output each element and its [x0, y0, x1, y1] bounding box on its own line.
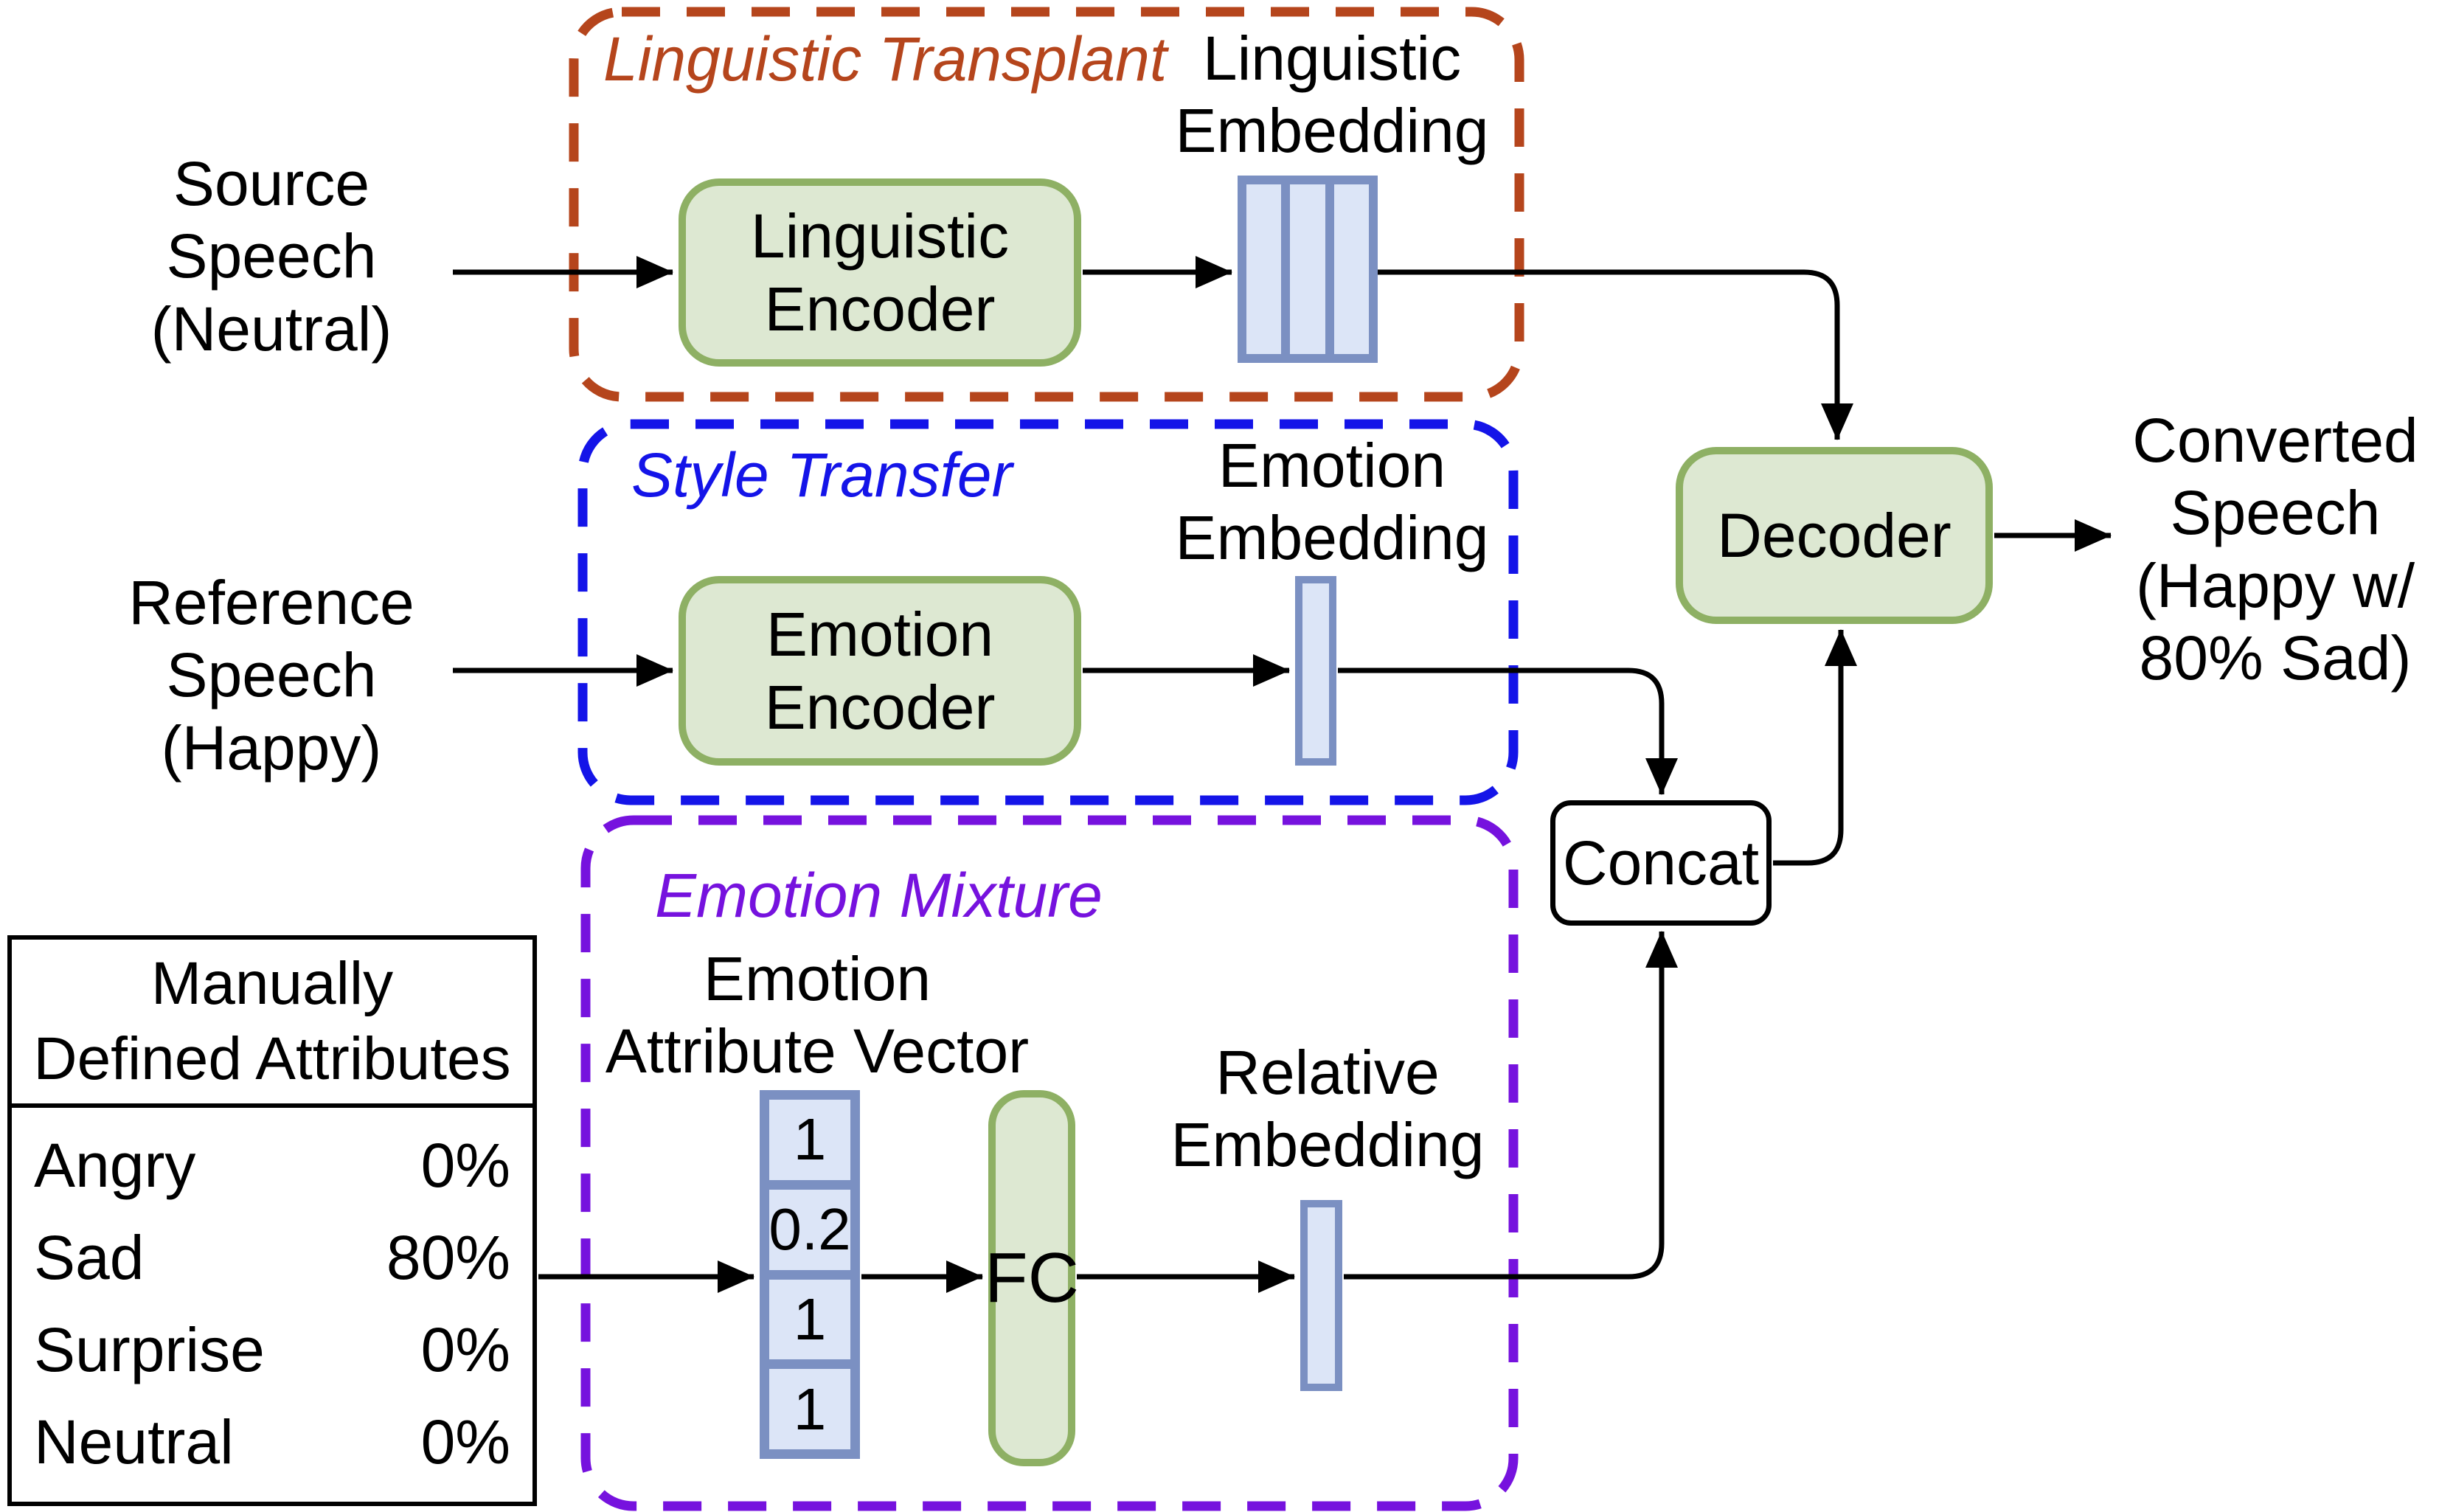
vector-cell: 1 — [769, 1279, 850, 1360]
vector-cell: 0.2 — [769, 1189, 851, 1270]
attribute-label: Angry — [34, 1131, 196, 1200]
arrow-emotion-embedding-to-concat — [1338, 667, 1678, 795]
linguistic-embedding-bars — [1238, 176, 1378, 363]
attribute-value: 0% — [420, 1315, 510, 1384]
embedding-bar — [1308, 1207, 1335, 1384]
emotion-mixture-group-border — [580, 815, 1519, 1511]
attribute-label: Neutral — [34, 1407, 234, 1477]
concat-node: Concat — [1550, 800, 1772, 926]
table-row: Neutral 0% — [34, 1407, 510, 1478]
attribute-value: 0% — [420, 1131, 510, 1200]
attributes-table-rows: Angry 0% Sad 80% Surprise 0% Neutral 0% — [12, 1108, 532, 1502]
style-transfer-title: Style Transfer — [631, 440, 1013, 510]
relative-embedding-label: Relative Embedding — [1170, 1038, 1485, 1180]
table-row: Surprise 0% — [34, 1314, 510, 1386]
arrow-concat-to-decoder — [1773, 629, 1857, 866]
attribute-label: Surprise — [34, 1315, 265, 1384]
emotion-attribute-vector-label: Emotion Attribute Vector — [605, 944, 1030, 1086]
embedding-bar — [1290, 184, 1325, 354]
arrow-relative-embedding-to-concat — [1344, 931, 1678, 1280]
linguistic-embedding-label: Linguistic Embedding — [1175, 24, 1489, 166]
attribute-value: 0% — [420, 1407, 510, 1477]
attributes-table-title: Manually Defined Attributes — [12, 940, 532, 1108]
style-transfer-group-border — [577, 419, 1519, 805]
relative-embedding-bar — [1300, 1200, 1342, 1391]
reference-speech-label: Reference Speech (Happy) — [128, 568, 414, 783]
table-row: Angry 0% — [34, 1130, 510, 1201]
arrow-linguistic-embedding-to-decoder — [1378, 269, 1853, 440]
attribute-value: 80% — [386, 1223, 510, 1292]
manually-defined-attributes-table: Manually Defined Attributes Angry 0% Sad… — [7, 935, 537, 1506]
converted-speech-label: Converted Speech (Happy w/ 80% Sad) — [2132, 406, 2418, 693]
linguistic-transplant-title: Linguistic Transplant — [603, 24, 1168, 94]
emotion-encoder-node: Emotion Encoder — [679, 576, 1081, 766]
embedding-bar — [1246, 184, 1282, 354]
vector-cell: 1 — [769, 1369, 850, 1449]
source-speech-label: Source Speech (Neutral) — [150, 149, 392, 364]
emotion-embedding-label: Emotion Embedding — [1175, 431, 1489, 573]
table-row: Sad 80% — [34, 1222, 510, 1294]
embedding-bar — [1333, 184, 1369, 354]
linguistic-encoder-node: Linguistic Encoder — [679, 178, 1081, 367]
linguistic-transplant-group-border — [569, 7, 1524, 402]
attribute-label: Sad — [34, 1223, 145, 1292]
fc-layer-node: FC — [985, 1090, 1079, 1466]
embedding-bar — [1302, 583, 1329, 758]
emotion-embedding-bar — [1295, 576, 1336, 766]
emotion-mixture-title: Emotion Mixture — [655, 861, 1103, 930]
vector-cell: 1 — [769, 1100, 850, 1180]
emotion-attribute-vector: 1 0.2 1 1 — [760, 1090, 860, 1459]
decoder-node: Decoder — [1676, 447, 1993, 624]
